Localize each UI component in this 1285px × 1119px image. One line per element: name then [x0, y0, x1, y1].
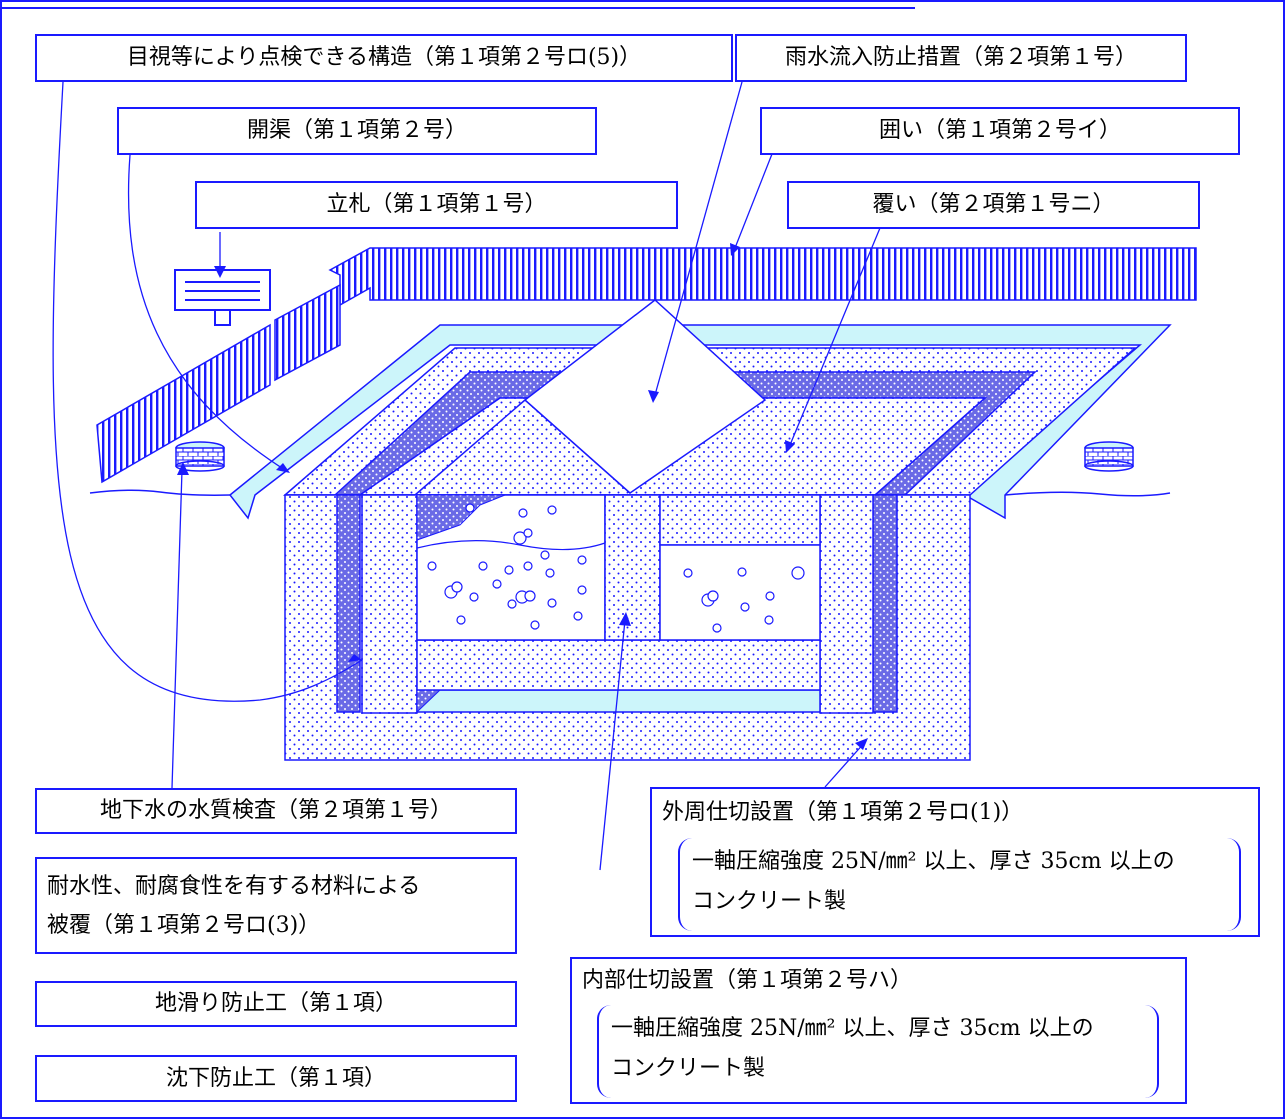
inner-partition-box: 内部仕切設置（第１項第２号ハ）	[570, 957, 1187, 1104]
label-settlement-prevention: 沈下防止工（第１項）	[35, 1055, 517, 1102]
right-cell	[659, 544, 821, 641]
outer-spec-line1: 一軸圧縮強度 25N/㎜² 以上、厚さ 35cm 以上の	[692, 849, 1175, 874]
monitoring-well-left-icon	[175, 441, 225, 472]
outer-partition-box: 外周仕切設置（第１項第２号ロ(1)）	[650, 787, 1260, 937]
monitoring-well-right-icon	[1084, 441, 1134, 472]
leader-arrowheads	[177, 243, 868, 750]
label-signboard: 立札（第１項第１号）	[195, 181, 678, 229]
inner-spec-line2: コンクリート製	[611, 1056, 766, 1081]
ground-line	[89, 489, 1171, 497]
outer-spec-line2: コンクリート製	[692, 889, 847, 914]
label-coating: 耐水性、耐腐食性を有する材料による 被覆（第１項第２号ロ(3)）	[35, 857, 517, 954]
enclosure-fence	[96, 247, 1197, 484]
label-open-channel: 開渠（第１項第２号）	[117, 107, 597, 155]
inner-partition-spec: 一軸圧縮強度 25N/㎜² 以上、厚さ 35cm 以上の コンクリート製	[597, 1005, 1159, 1098]
label-groundwater-test: 地下水の水質検査（第２項第１号）	[35, 788, 517, 834]
label-landslide-prevention: 地滑り防止工（第１項）	[35, 981, 517, 1027]
signboard-icon	[174, 269, 271, 326]
waste-bubbles	[427, 503, 805, 633]
label-coating-line1: 耐水性、耐腐食性を有する材料による	[47, 874, 421, 899]
inner-partition	[604, 494, 661, 641]
outer-partition-title: 外周仕切設置（第１項第２号ロ(1)）	[662, 800, 1024, 825]
outer-partition-spec: 一軸圧縮強度 25N/㎜² 以上、厚さ 35cm 以上の コンクリート製	[678, 838, 1241, 931]
inner-partition-title: 内部仕切設置（第１項第２号ハ）	[582, 968, 913, 993]
label-cover: 覆い（第２項第１号ニ）	[787, 181, 1200, 229]
leader-lines	[52, 81, 881, 871]
label-coating-line2: 被覆（第１項第２号ロ(3)）	[47, 913, 321, 938]
label-enclosure: 囲い（第１項第２号イ）	[760, 107, 1240, 155]
label-rain-prevention: 雨水流入防止措置（第２項第１号）	[735, 34, 1187, 82]
inner-spec-line1: 一軸圧縮強度 25N/㎜² 以上、厚さ 35cm 以上の	[611, 1016, 1094, 1041]
label-visual-inspection: 目視等により点検できる構造（第１項第２号ロ(5)）	[35, 34, 733, 82]
